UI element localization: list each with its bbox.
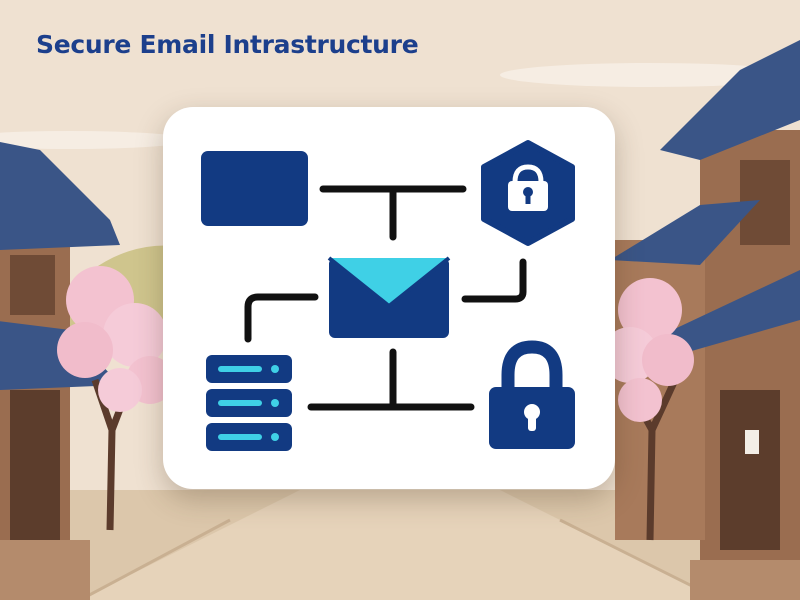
cloud (500, 63, 800, 87)
window-icon (201, 151, 308, 226)
envelope-icon (327, 256, 451, 338)
connectors (244, 185, 527, 411)
shield-lock-icon (481, 140, 575, 246)
street-line (79, 518, 231, 600)
email-infrastructure-diagram (201, 140, 575, 451)
right-cherry-tree (602, 278, 694, 541)
padlock-icon (489, 340, 575, 449)
street-center (80, 490, 720, 600)
cloud (0, 131, 190, 149)
connector-right (461, 258, 527, 303)
diagram-card (163, 107, 615, 489)
left-house (0, 142, 120, 600)
page-title: Secure Email Intrastructure (36, 30, 419, 59)
connector-bottom (307, 348, 475, 411)
left-cherry-tree (57, 266, 174, 531)
connector-top (319, 185, 467, 241)
connector-left (244, 293, 319, 343)
server-icon (206, 355, 292, 451)
